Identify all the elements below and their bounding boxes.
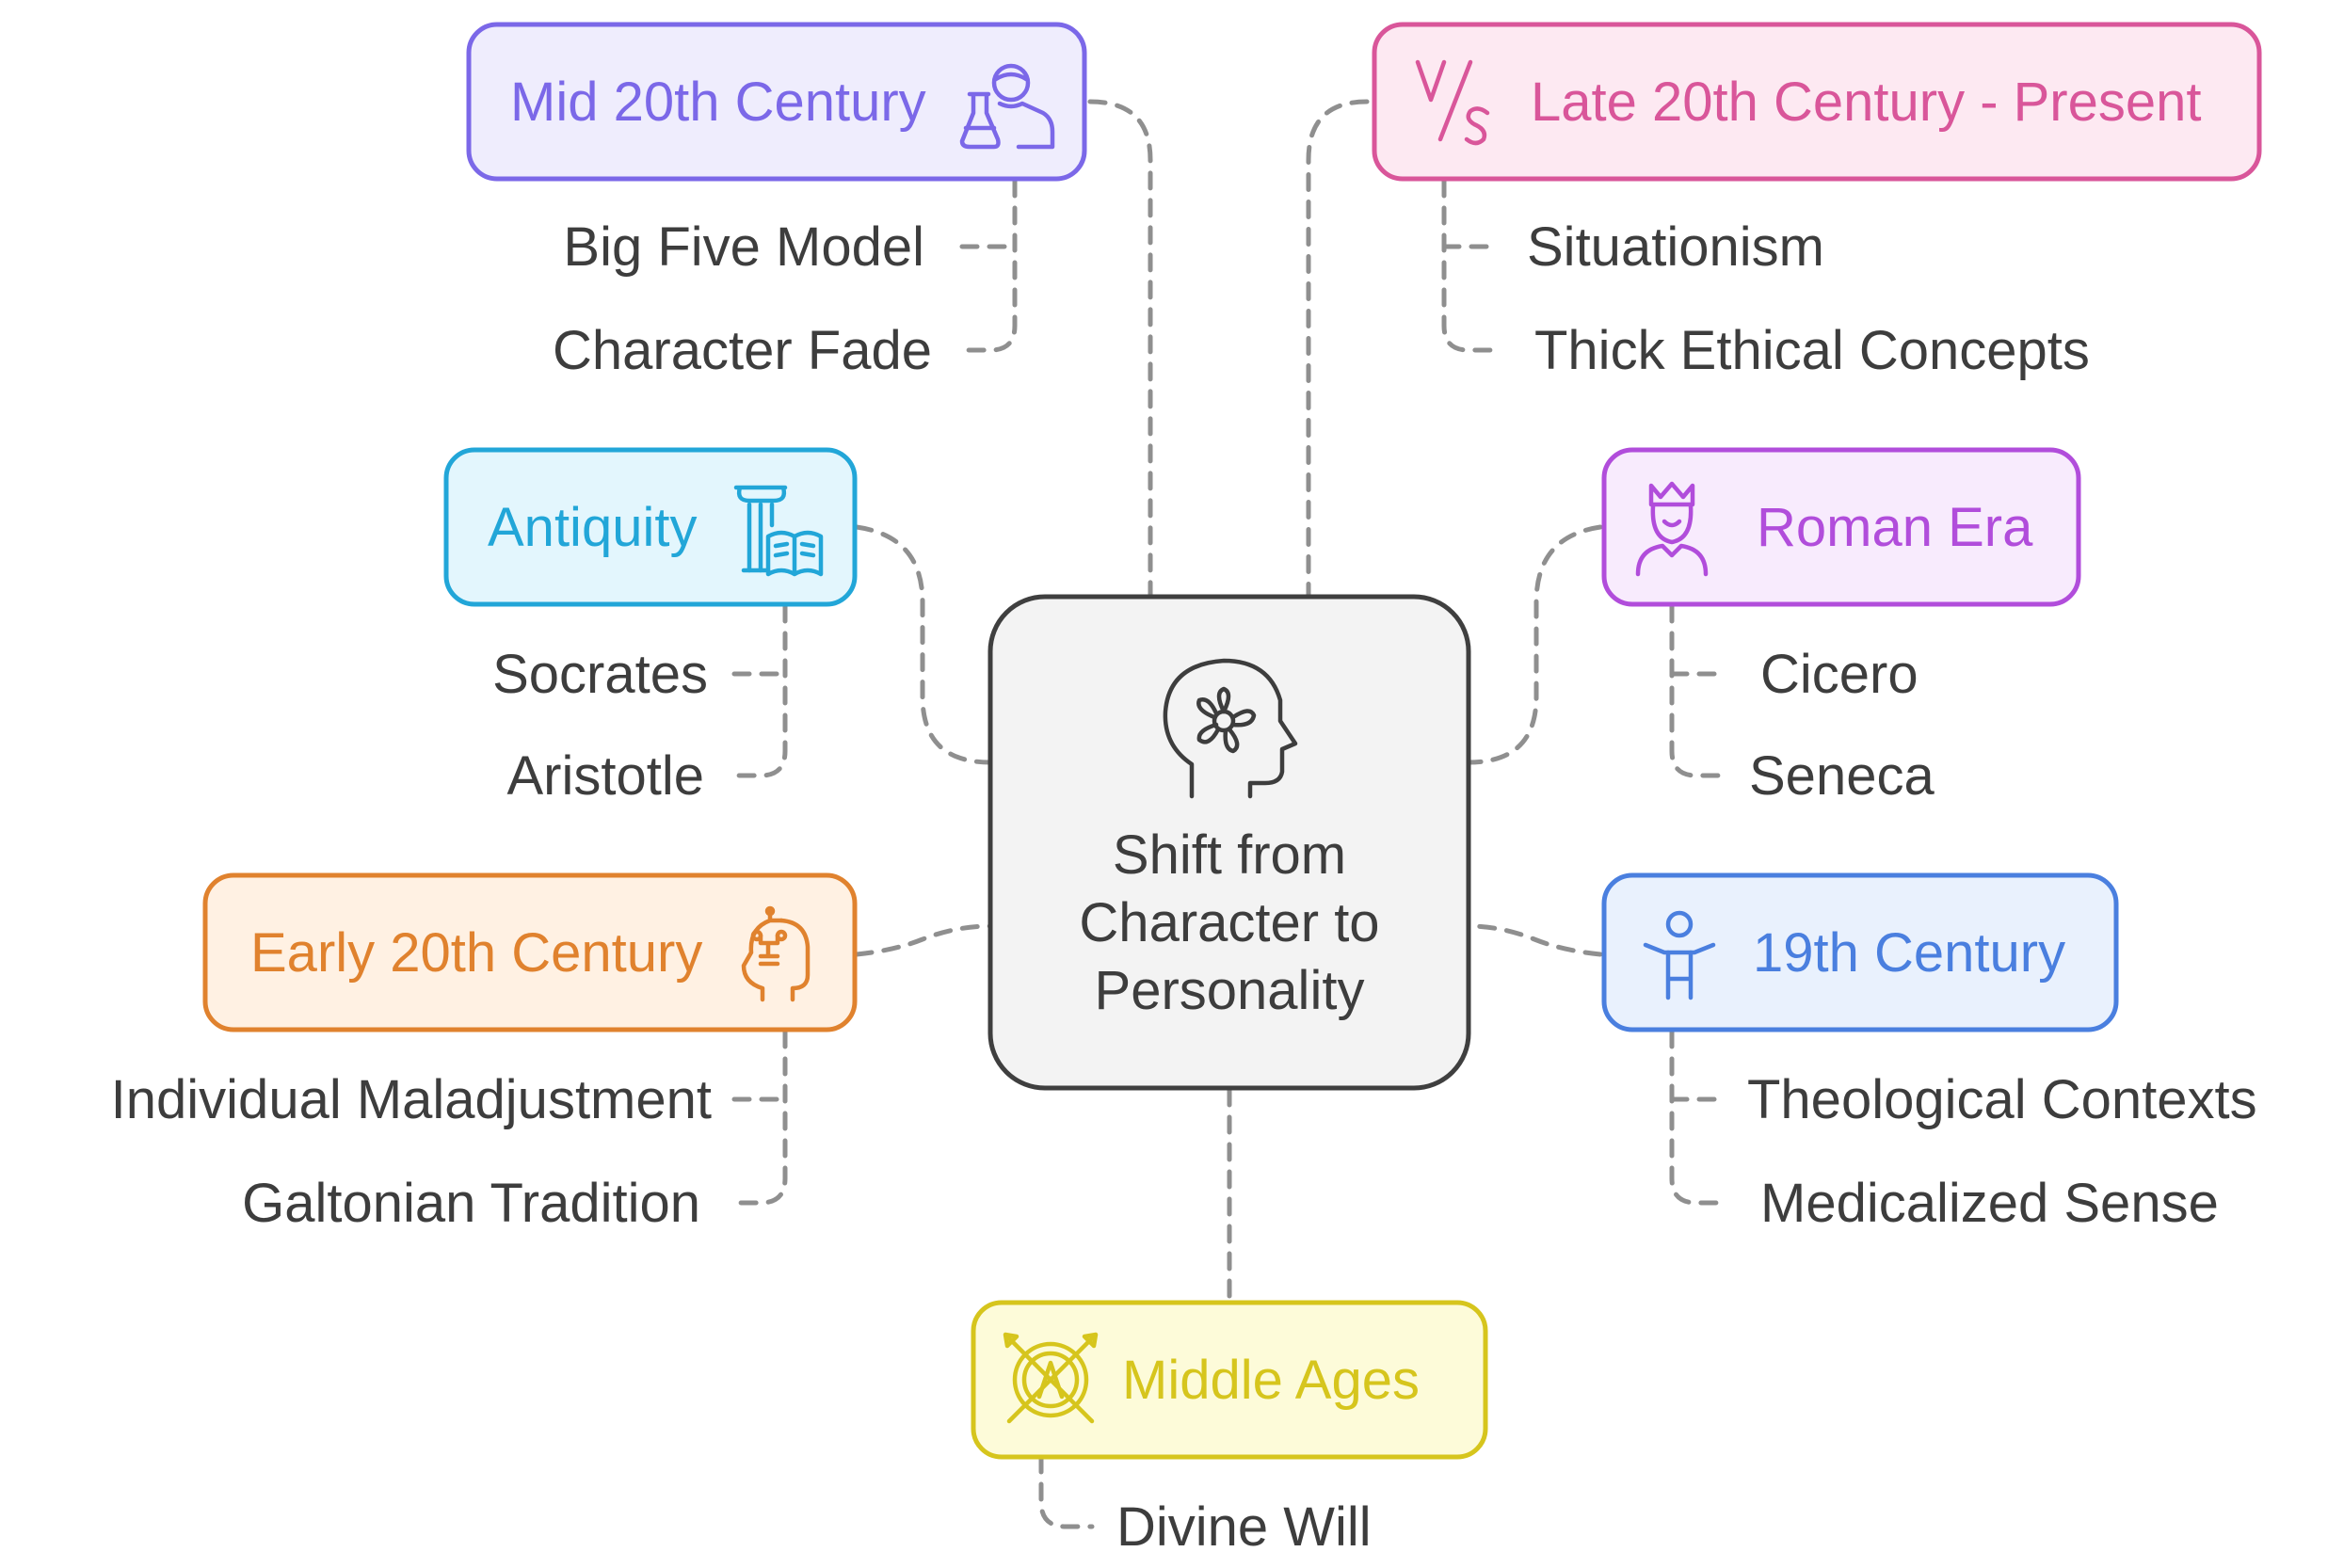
node-early20[interactable]: Early 20th Century bbox=[202, 872, 858, 1032]
node-mid20-title: Mid 20th Century bbox=[510, 72, 926, 133]
connector-c19 bbox=[1466, 923, 1603, 957]
connector-roman bbox=[1466, 524, 1603, 765]
versus-icon bbox=[1415, 59, 1490, 146]
sub-connector-late20 bbox=[1441, 178, 1501, 353]
c19-item-1: Theological Contexts bbox=[1747, 1069, 2257, 1130]
late20-item-2: Thick Ethical Concepts bbox=[1534, 320, 2090, 381]
sub-connector-early20 bbox=[728, 1029, 788, 1206]
connector-antiquity bbox=[854, 524, 993, 765]
sub-connector-roman bbox=[1669, 603, 1729, 778]
node-early20-title: Early 20th Century bbox=[250, 922, 702, 984]
sub-connector-antiquity bbox=[728, 603, 788, 778]
connectors bbox=[854, 99, 1603, 1305]
center-line-2: Character to bbox=[1079, 892, 1379, 953]
node-antiquity-title: Antiquity bbox=[488, 497, 697, 558]
node-middle[interactable]: Middle Ages bbox=[971, 1300, 1488, 1460]
connector-mid20 bbox=[1087, 99, 1153, 600]
middle-item-1: Divine Will bbox=[1116, 1496, 1372, 1558]
connector-early20 bbox=[854, 923, 993, 957]
node-roman[interactable]: Roman Era bbox=[1601, 447, 2081, 607]
mid20-item-2: Character Fade bbox=[553, 320, 932, 381]
early20-item-2: Galtonian Tradition bbox=[242, 1173, 700, 1234]
c19-item-2: Medicalized Sense bbox=[1760, 1173, 2219, 1234]
sub-connector-middle bbox=[1038, 1454, 1095, 1529]
node-middle-title: Middle Ages bbox=[1122, 1350, 1420, 1411]
center-line-1: Shift from bbox=[1113, 824, 1346, 886]
early20-item-1: Individual Maladjustment bbox=[111, 1069, 712, 1130]
emperor-icon bbox=[1635, 481, 1709, 577]
node-mid20[interactable]: Mid 20th Century bbox=[466, 22, 1087, 182]
mid20-item-1: Big Five Model bbox=[563, 216, 924, 278]
head-circuit-icon bbox=[741, 905, 811, 1002]
node-c19-title: 19th Century bbox=[1753, 922, 2065, 984]
node-late20[interactable]: Late 20th Century - Present bbox=[1372, 22, 2262, 182]
person-icon bbox=[1643, 910, 1716, 1000]
center-line-3: Personality bbox=[1095, 960, 1365, 1021]
column-book-icon bbox=[733, 485, 824, 577]
scientist-flask-icon bbox=[959, 63, 1055, 150]
node-late20-title: Late 20th Century - Present bbox=[1531, 72, 2202, 133]
late20-item-1: Situationism bbox=[1527, 216, 1824, 278]
head-flower-icon bbox=[1163, 658, 1298, 799]
shield-spears-icon bbox=[1003, 1332, 1099, 1424]
antiquity-item-1: Socrates bbox=[492, 644, 708, 705]
sub-connector-c19 bbox=[1669, 1029, 1729, 1206]
node-antiquity[interactable]: Antiquity bbox=[443, 447, 858, 607]
roman-item-2: Seneca bbox=[1749, 745, 1935, 807]
connector-late20 bbox=[1306, 99, 1370, 600]
center-node[interactable]: Shift from Character to Personality bbox=[987, 594, 1471, 1091]
sub-connector-mid20 bbox=[957, 178, 1018, 353]
sub-connectors bbox=[728, 178, 1729, 1529]
node-c19[interactable]: 19th Century bbox=[1601, 872, 2119, 1032]
roman-item-1: Cicero bbox=[1760, 644, 1919, 705]
antiquity-item-2: Aristotle bbox=[506, 745, 704, 807]
node-roman-title: Roman Era bbox=[1757, 497, 2033, 558]
